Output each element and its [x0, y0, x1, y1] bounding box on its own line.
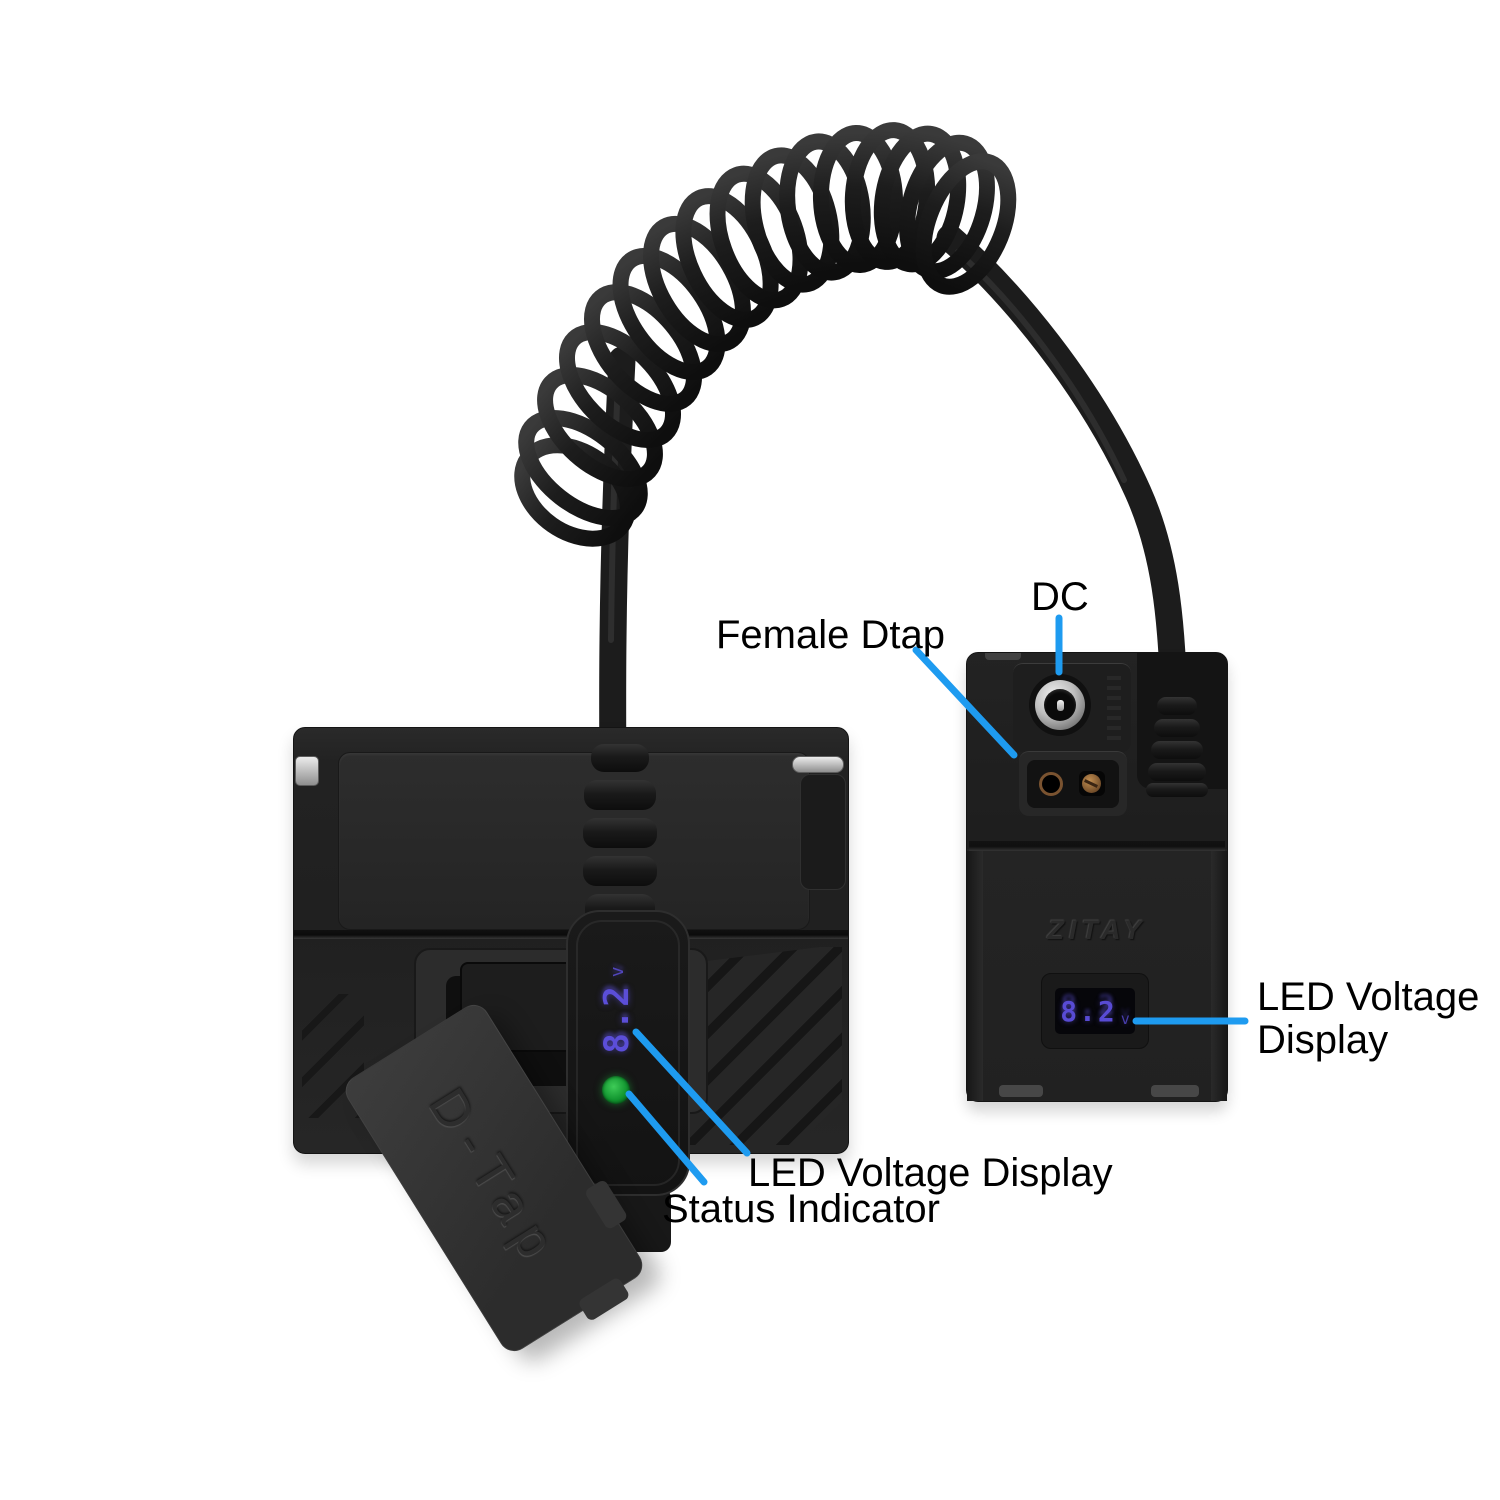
strain-relief-rib	[1146, 783, 1208, 797]
battery-contact-right	[792, 756, 844, 773]
strain-relief-rib	[583, 818, 657, 848]
dtap-pin-hole-left	[1039, 772, 1063, 796]
adapter-foot	[999, 1085, 1043, 1097]
led-voltage-display-bottom-label: LED Voltage Display	[748, 1151, 1113, 1195]
strain-relief-rib	[591, 744, 649, 772]
adapter-voltage-unit: v	[1120, 1010, 1130, 1028]
led-voltage-right-line1: LED Voltage	[1257, 975, 1480, 1019]
strain-relief-rib	[1148, 763, 1206, 781]
battery-contact-left	[295, 756, 319, 786]
dc-jack-icon	[1029, 674, 1091, 736]
led-voltage-right-line2: Display	[1257, 1018, 1389, 1063]
led-voltage-display-right-label: LED Voltage Display	[1257, 975, 1480, 1063]
adapter-chamfer-right	[1211, 851, 1227, 1101]
female-dtap-label: Female Dtap	[716, 613, 945, 657]
coil-loops	[514, 122, 1017, 547]
battery-led-voltage-display: 8.2 v	[585, 935, 649, 1085]
battery-voltage-value: 8.2	[597, 983, 637, 1054]
strain-relief-rib	[583, 856, 657, 886]
female-dtap-port	[1019, 751, 1127, 816]
adapter-led-voltage-display: 8.2 v	[1055, 988, 1135, 1034]
dc-jack-hole	[1044, 689, 1076, 721]
adapter-chamfer-left	[967, 851, 983, 1101]
dc-adapter-box: ZITAY 8.2 v	[966, 652, 1228, 1102]
dtap-pin-hole-right	[1079, 771, 1105, 796]
strain-relief-rib	[1151, 741, 1203, 759]
adapter-cable	[936, 224, 1188, 719]
strain-relief-rib	[1157, 697, 1197, 715]
battery-clip	[800, 774, 846, 890]
screw-slot	[1084, 779, 1098, 788]
adapter-foot	[1151, 1085, 1199, 1097]
status-indicator-led	[602, 1076, 630, 1104]
strain-relief-rib	[1154, 719, 1200, 737]
dc-label: DC	[1031, 575, 1089, 619]
strain-relief-rib	[584, 780, 656, 810]
status-indicator-label: Status Indicator	[662, 1187, 940, 1231]
adapter-groove	[969, 841, 1225, 851]
adapter-voltage-value: 8.2	[1060, 994, 1117, 1028]
dc-port-panel	[1013, 663, 1131, 752]
battery-back-plate	[338, 752, 810, 930]
dtap-contact-screw	[1082, 774, 1101, 793]
embossed-spec-marks	[1107, 676, 1121, 744]
battery-voltage-unit: v	[606, 966, 628, 978]
adapter-display-recess: 8.2 v	[1041, 973, 1149, 1049]
dc-jack-ring	[1035, 680, 1085, 730]
female-dtap-recess	[1027, 760, 1119, 808]
adapter-top-pad	[985, 653, 1021, 660]
brand-logo: ZITAY	[1047, 915, 1147, 945]
dc-jack-pin	[1057, 700, 1064, 711]
